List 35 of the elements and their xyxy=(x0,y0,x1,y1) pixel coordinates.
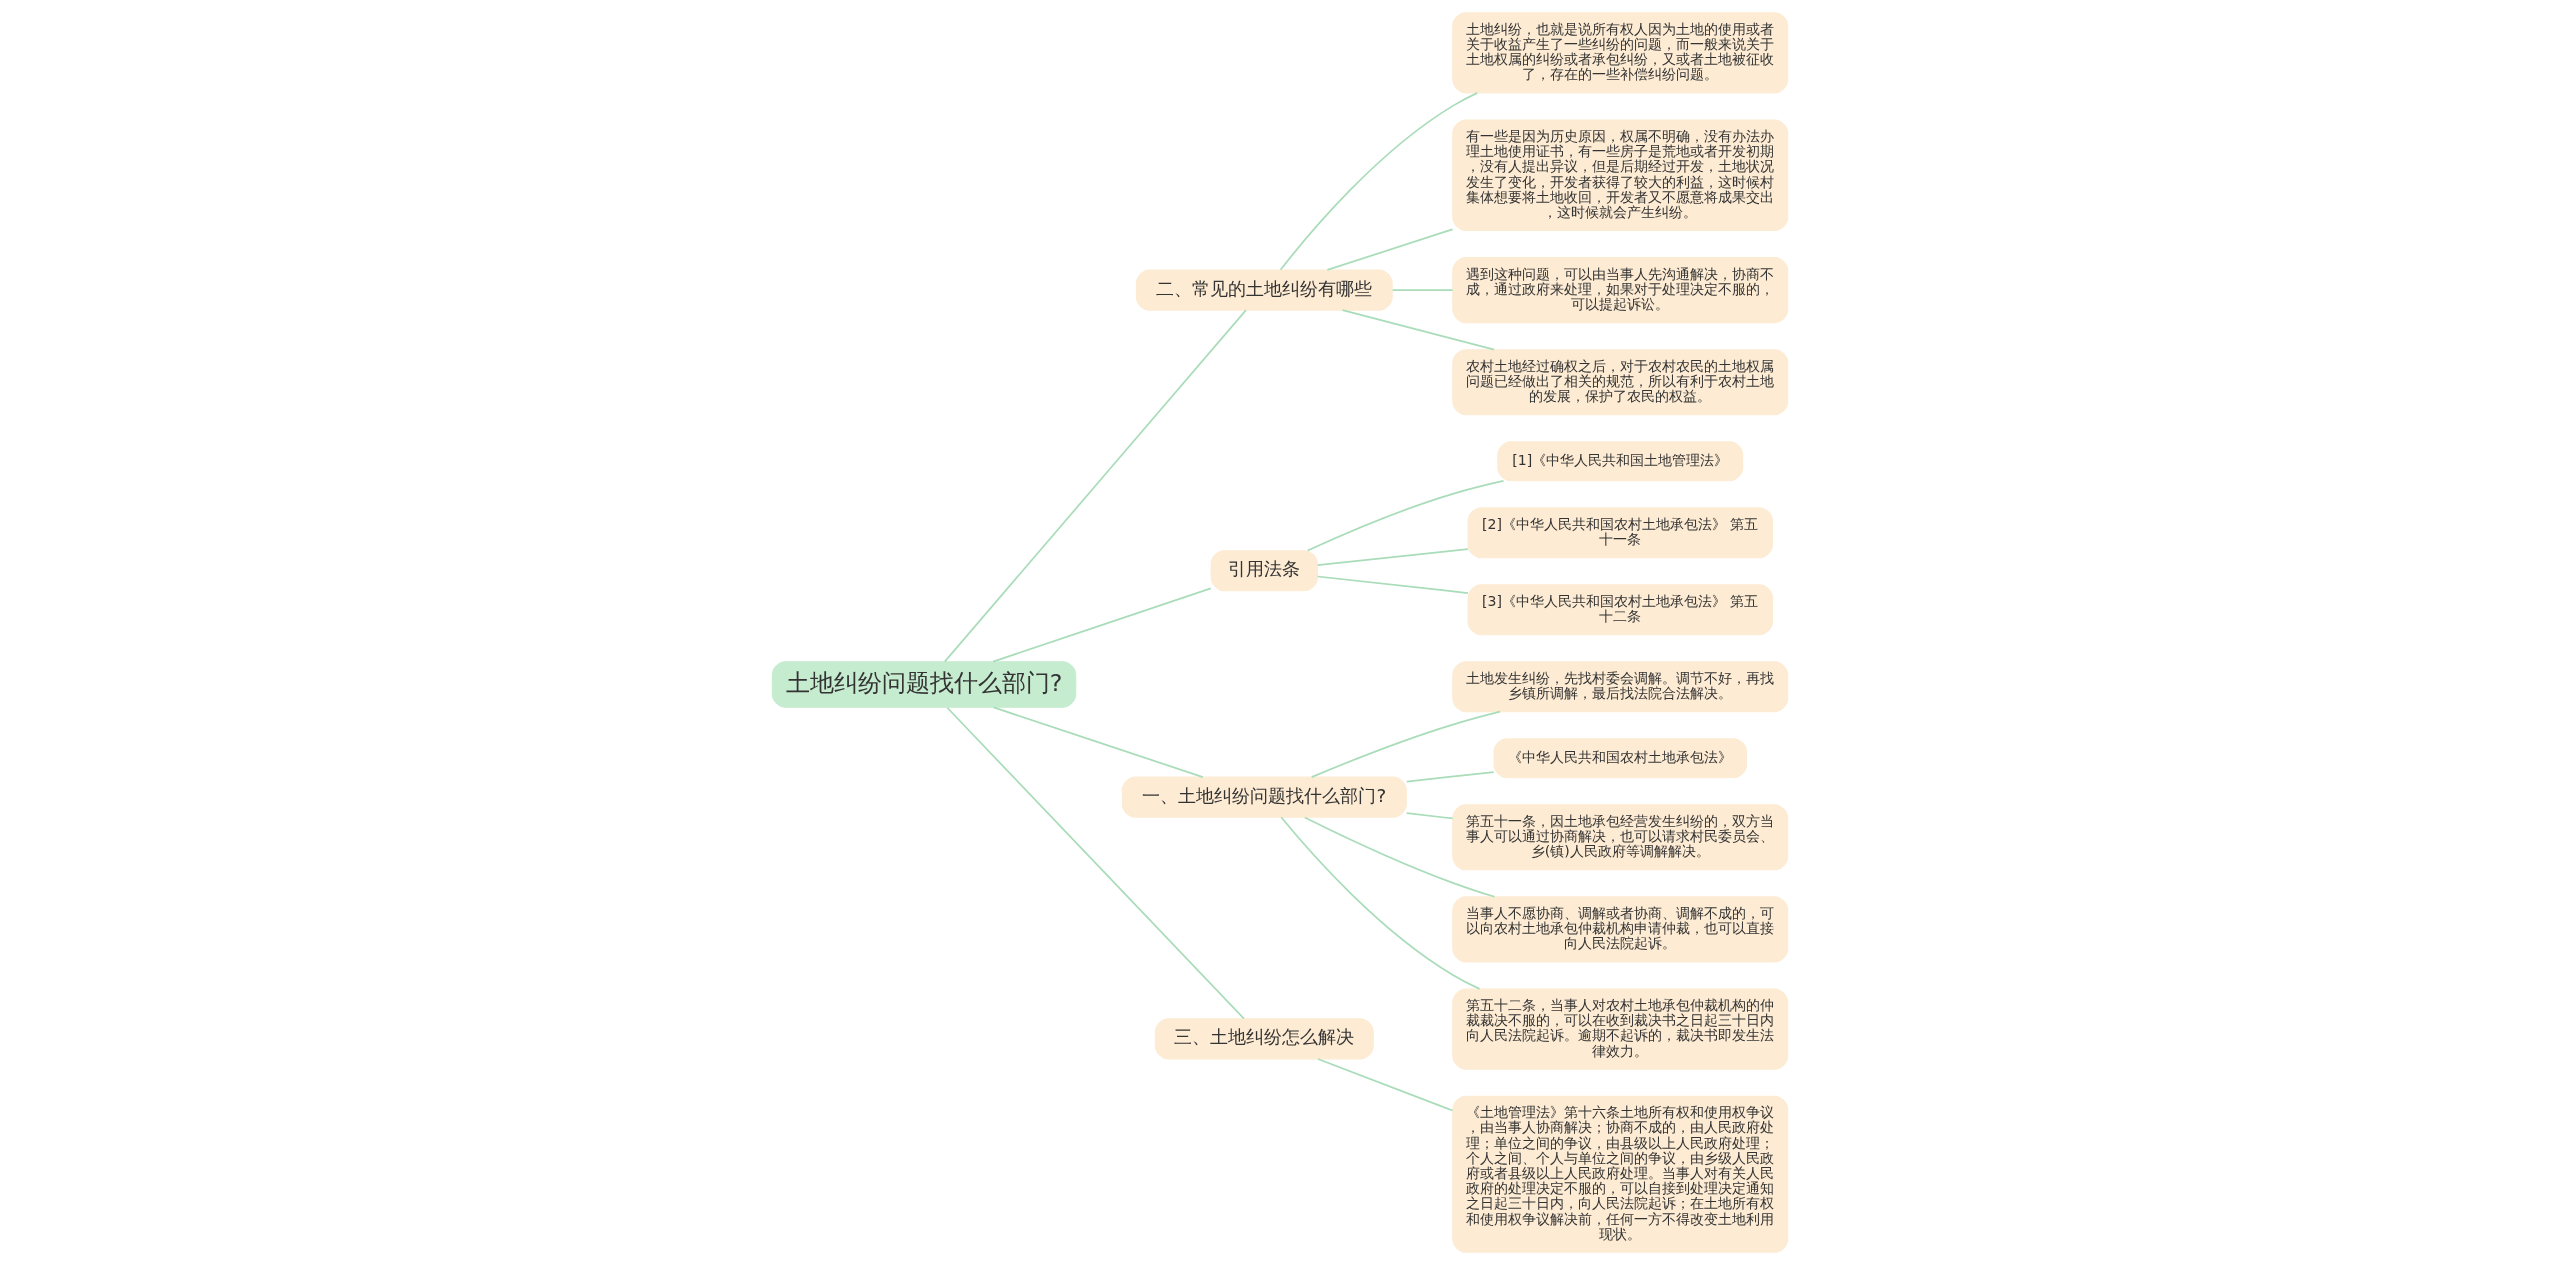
node-box: 当事人不愿协商、调解或者协商、调解不成的，可以向农村土地承包仲裁机构申请仲裁，也可以直接向人民法院起诉。 xyxy=(1452,896,1789,963)
connector xyxy=(1306,480,1505,552)
node-box: 农村土地经过确权之后，对于农村农民的土地权属问题已经做出了相关的规范，所以有利于农村土地的发展，保护了农民的权益。 xyxy=(1452,349,1789,416)
connector xyxy=(1279,92,1479,271)
connector xyxy=(1391,289,1454,291)
node-box: 三、土地纠纷怎么解决 xyxy=(1154,1018,1374,1060)
node-box: 土地纠纷，也就是说所有权人因为土地的使用或者关于收益产生了一些纠纷的问题，而一般来说关于土地权属的纠纷或者承包纠纷，又或者土地被征收了，存在的一些补偿纠纷问题。 xyxy=(1452,12,1789,94)
node-box: 有一些是因为历史原因，权属不明确，没有办法办理土地使用证书，有一些房子是荒地或者开发初期，没有人提出异议，但是后期经过开发，土地状况发生了变化，开发者获得了较大的利益，这时候村集体想要将土地收回，开发者又不愿意将成果交出，这时候就会产生纠纷。 xyxy=(1452,119,1789,232)
connector xyxy=(1405,812,1454,820)
node-box: 一、土地纠纷问题找什么部门? xyxy=(1121,776,1407,818)
node-box: 土地发生纠纷，先找村委会调解。调节不好，再找乡镇所调解，最后找法院合法解决。 xyxy=(1452,661,1789,713)
node-box: 第五十二条，当事人对农村土地承包仲裁机构的仲裁裁决不服的，可以在收到裁决书之日起三十日内向人民法院起诉。逾期不起诉的，裁决书即发生法律效力。 xyxy=(1452,988,1789,1070)
node-box: [1]《中华人民共和国土地管理法》 xyxy=(1497,441,1744,482)
node-box: 《土地管理法》第十六条土地所有权和使用权争议，由当事人协商解决；协商不成的，由人民政府处理；单位之间的争议，由县级以上人民政府处理；个人之间、个人与单位之间的争议，由乡级人民政府或者县级以上人民政府处理。当事人对有关人民政府的处理决定不服的，可以自接到处理决定通知之日起三十日内，向人民法院起诉；在土地所有权和使用权争议解决前，任何一方不得改变土地利用现状。 xyxy=(1452,1095,1789,1253)
node-box: 第五十一条，因土地承包经营发生纠纷的，双方当事人可以通过协商解决，也可以请求村民委员会、乡(镇)人民政府等调解解决。 xyxy=(1452,804,1789,871)
connector xyxy=(1341,309,1495,351)
node-box: 《中华人民共和国农村土地承包法》 xyxy=(1493,738,1748,779)
connector xyxy=(1316,548,1469,566)
connector xyxy=(1326,228,1454,271)
node-box: 土地纠纷问题找什么部门? xyxy=(771,661,1077,708)
node-box: 二、常见的土地纠纷有哪些 xyxy=(1135,269,1393,311)
connector xyxy=(946,706,1245,1020)
connector xyxy=(1405,771,1495,783)
connector xyxy=(1280,816,1481,990)
connector xyxy=(1316,575,1469,594)
node-box: 遇到这种问题，可以由当事人先沟通解决，协商不成，通过政府来处理，如果对于处理决定不服的，可以提起诉讼。 xyxy=(1452,257,1789,324)
connector xyxy=(992,706,1204,778)
connector xyxy=(943,309,1247,663)
node-box: [2]《中华人民共和国农村土地承包法》 第五十一条 xyxy=(1467,507,1774,559)
node-box: [3]《中华人民共和国农村土地承包法》 第五十二条 xyxy=(1467,584,1774,636)
connector xyxy=(1310,710,1501,778)
connector xyxy=(1304,816,1496,898)
connector xyxy=(1317,1058,1454,1112)
node-box: 引用法条 xyxy=(1210,550,1318,592)
connector xyxy=(992,587,1212,663)
